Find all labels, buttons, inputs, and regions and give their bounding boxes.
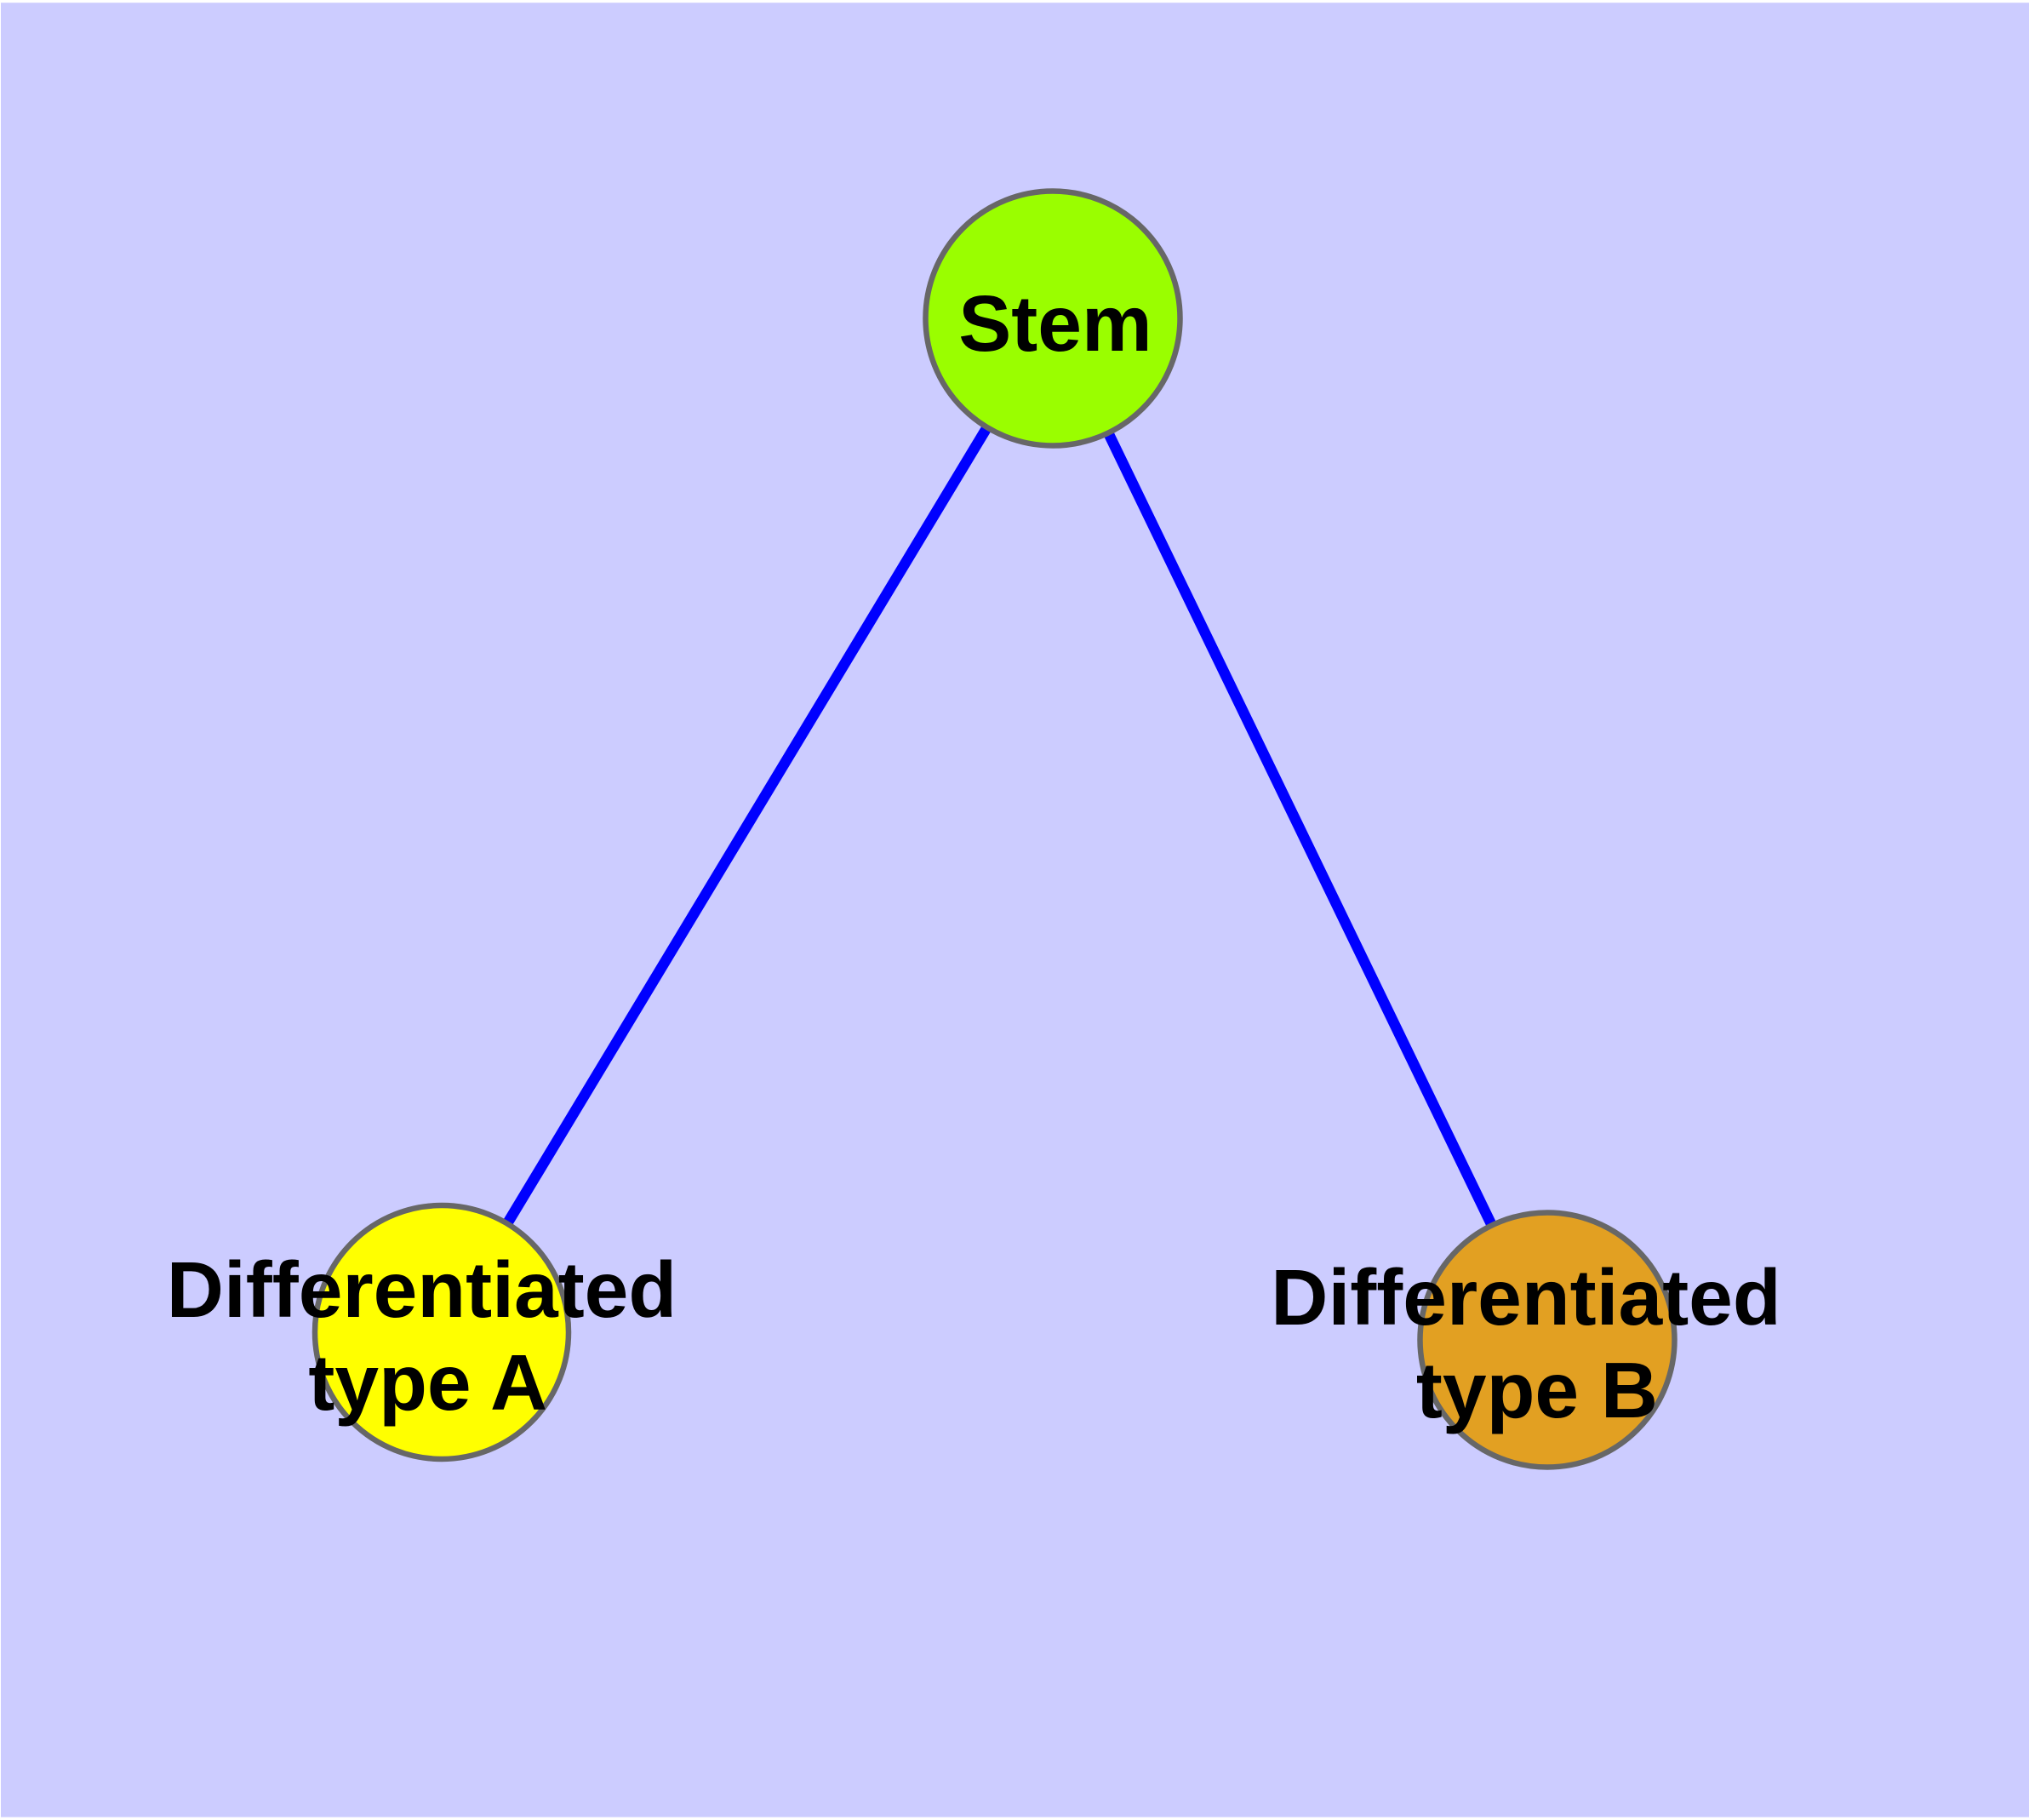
svg-text:Differentiated: Differentiated xyxy=(167,1245,677,1334)
svg-text:type B: type B xyxy=(1416,1346,1658,1434)
svg-text:type A: type A xyxy=(308,1338,547,1427)
svg-text:Differentiated: Differentiated xyxy=(1271,1253,1780,1342)
svg-text:Stem: Stem xyxy=(958,279,1152,368)
